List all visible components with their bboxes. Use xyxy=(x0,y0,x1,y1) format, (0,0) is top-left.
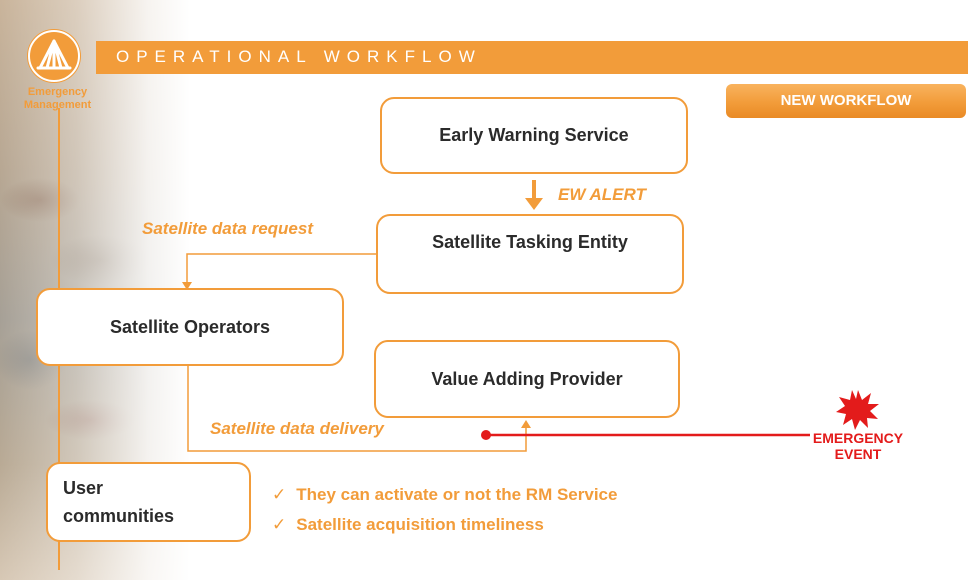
emergency-label-line2: EVENT xyxy=(834,446,882,462)
user-communities-line1: User xyxy=(63,478,104,498)
ew-alert-arrowhead xyxy=(525,198,543,210)
early-warning-service-box: Early Warning Service xyxy=(380,97,688,174)
note-item: ✓ They can activate or not the RM Service xyxy=(272,485,617,505)
note-text: Satellite acquisition timeliness xyxy=(296,515,544,534)
logo-tent-icon xyxy=(36,39,72,70)
new-workflow-badge: NEW WORKFLOW xyxy=(726,84,966,118)
data-delivery-connector xyxy=(187,365,527,452)
satellite-data-request-label: Satellite data request xyxy=(142,219,314,238)
user-communities-box: User communities xyxy=(46,462,251,542)
logo-caption-line2: Management xyxy=(23,99,92,111)
checkmark-icon: ✓ xyxy=(272,515,287,534)
note-text: They can activate or not the RM Service xyxy=(296,485,618,504)
data-delivery-arrowhead xyxy=(521,420,531,428)
emergency-management-logo xyxy=(28,30,80,82)
checkmark-icon: ✓ xyxy=(272,485,287,504)
ew-alert-label: EW ALERT xyxy=(558,185,646,204)
data-request-connector xyxy=(186,253,376,284)
satellite-tasking-entity-box: Satellite Tasking Entity xyxy=(376,214,684,294)
user-communities-line2: communities xyxy=(63,506,175,526)
emergency-label-line1: EMERGENCY xyxy=(812,430,904,446)
data-request-arrowhead xyxy=(182,282,192,290)
value-adding-provider-box: Value Adding Provider xyxy=(374,340,680,418)
page-title: OPERATIONAL WORKFLOW xyxy=(116,47,482,66)
satellite-operators-box: Satellite Operators xyxy=(36,288,344,366)
emergency-trigger-dot xyxy=(481,430,491,440)
logo-caption-line1: Emergency xyxy=(27,86,88,98)
satellite-data-delivery-label: Satellite data delivery xyxy=(210,419,384,438)
header-bar xyxy=(96,41,968,74)
note-item: ✓ Satellite acquisition timeliness xyxy=(272,515,544,535)
explosion-icon xyxy=(836,390,879,430)
logo-caption: Emergency Management xyxy=(10,86,105,112)
